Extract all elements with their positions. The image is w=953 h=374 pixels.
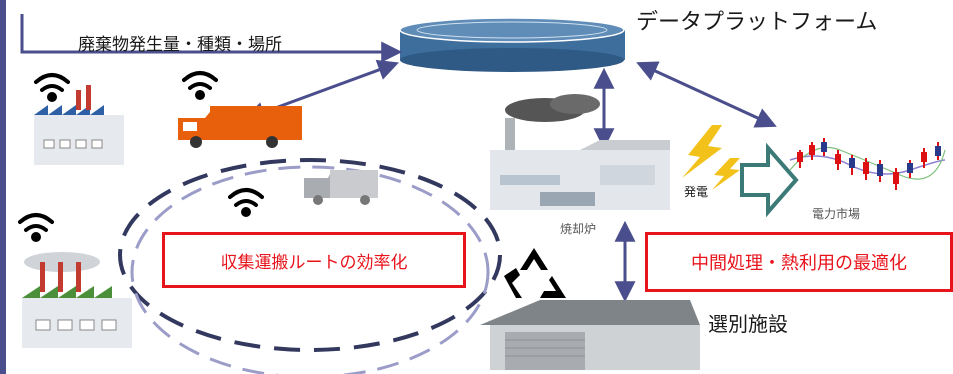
wifi-icon (18, 213, 54, 242)
lightning-icon (682, 125, 740, 190)
factory-icon (34, 85, 124, 165)
factory-icon (22, 252, 132, 348)
arrow-waste-to-platform (20, 14, 403, 63)
sorting-facility-label: 選別施設 (708, 312, 788, 336)
power-flow-arrow (740, 142, 799, 218)
left-border-bar (0, 0, 6, 374)
truck-icon (178, 106, 302, 148)
collection-area-light-ellipse (130, 165, 490, 374)
power-market-label: 電力市場 (812, 207, 861, 221)
arrow-platform-market (636, 61, 777, 128)
collection-route-box: 収集運搬ルートの効率化 (162, 232, 466, 288)
waste-info-label: 廃棄物発生量・種類・場所 (78, 35, 282, 55)
wifi-icon (228, 188, 264, 217)
power-gen-label: 発電 (684, 185, 709, 199)
data-platform-label: データプラットフォーム (636, 10, 878, 35)
wifi-icon (34, 73, 70, 102)
data-platform-icon (399, 17, 625, 72)
candlestick-chart-icon (789, 138, 946, 190)
incinerator-label: 焼却炉 (560, 222, 597, 236)
collection-area-dark-ellipse (118, 158, 502, 352)
processing-optimization-box: 中間処理・熱利用の最適化 (645, 232, 953, 292)
flow-arrows (20, 14, 777, 303)
incinerator-icon (490, 94, 670, 210)
wifi-icon (182, 71, 218, 100)
recycle-icon (504, 248, 566, 298)
truck-icon (304, 170, 378, 205)
warehouse-icon (480, 300, 700, 370)
